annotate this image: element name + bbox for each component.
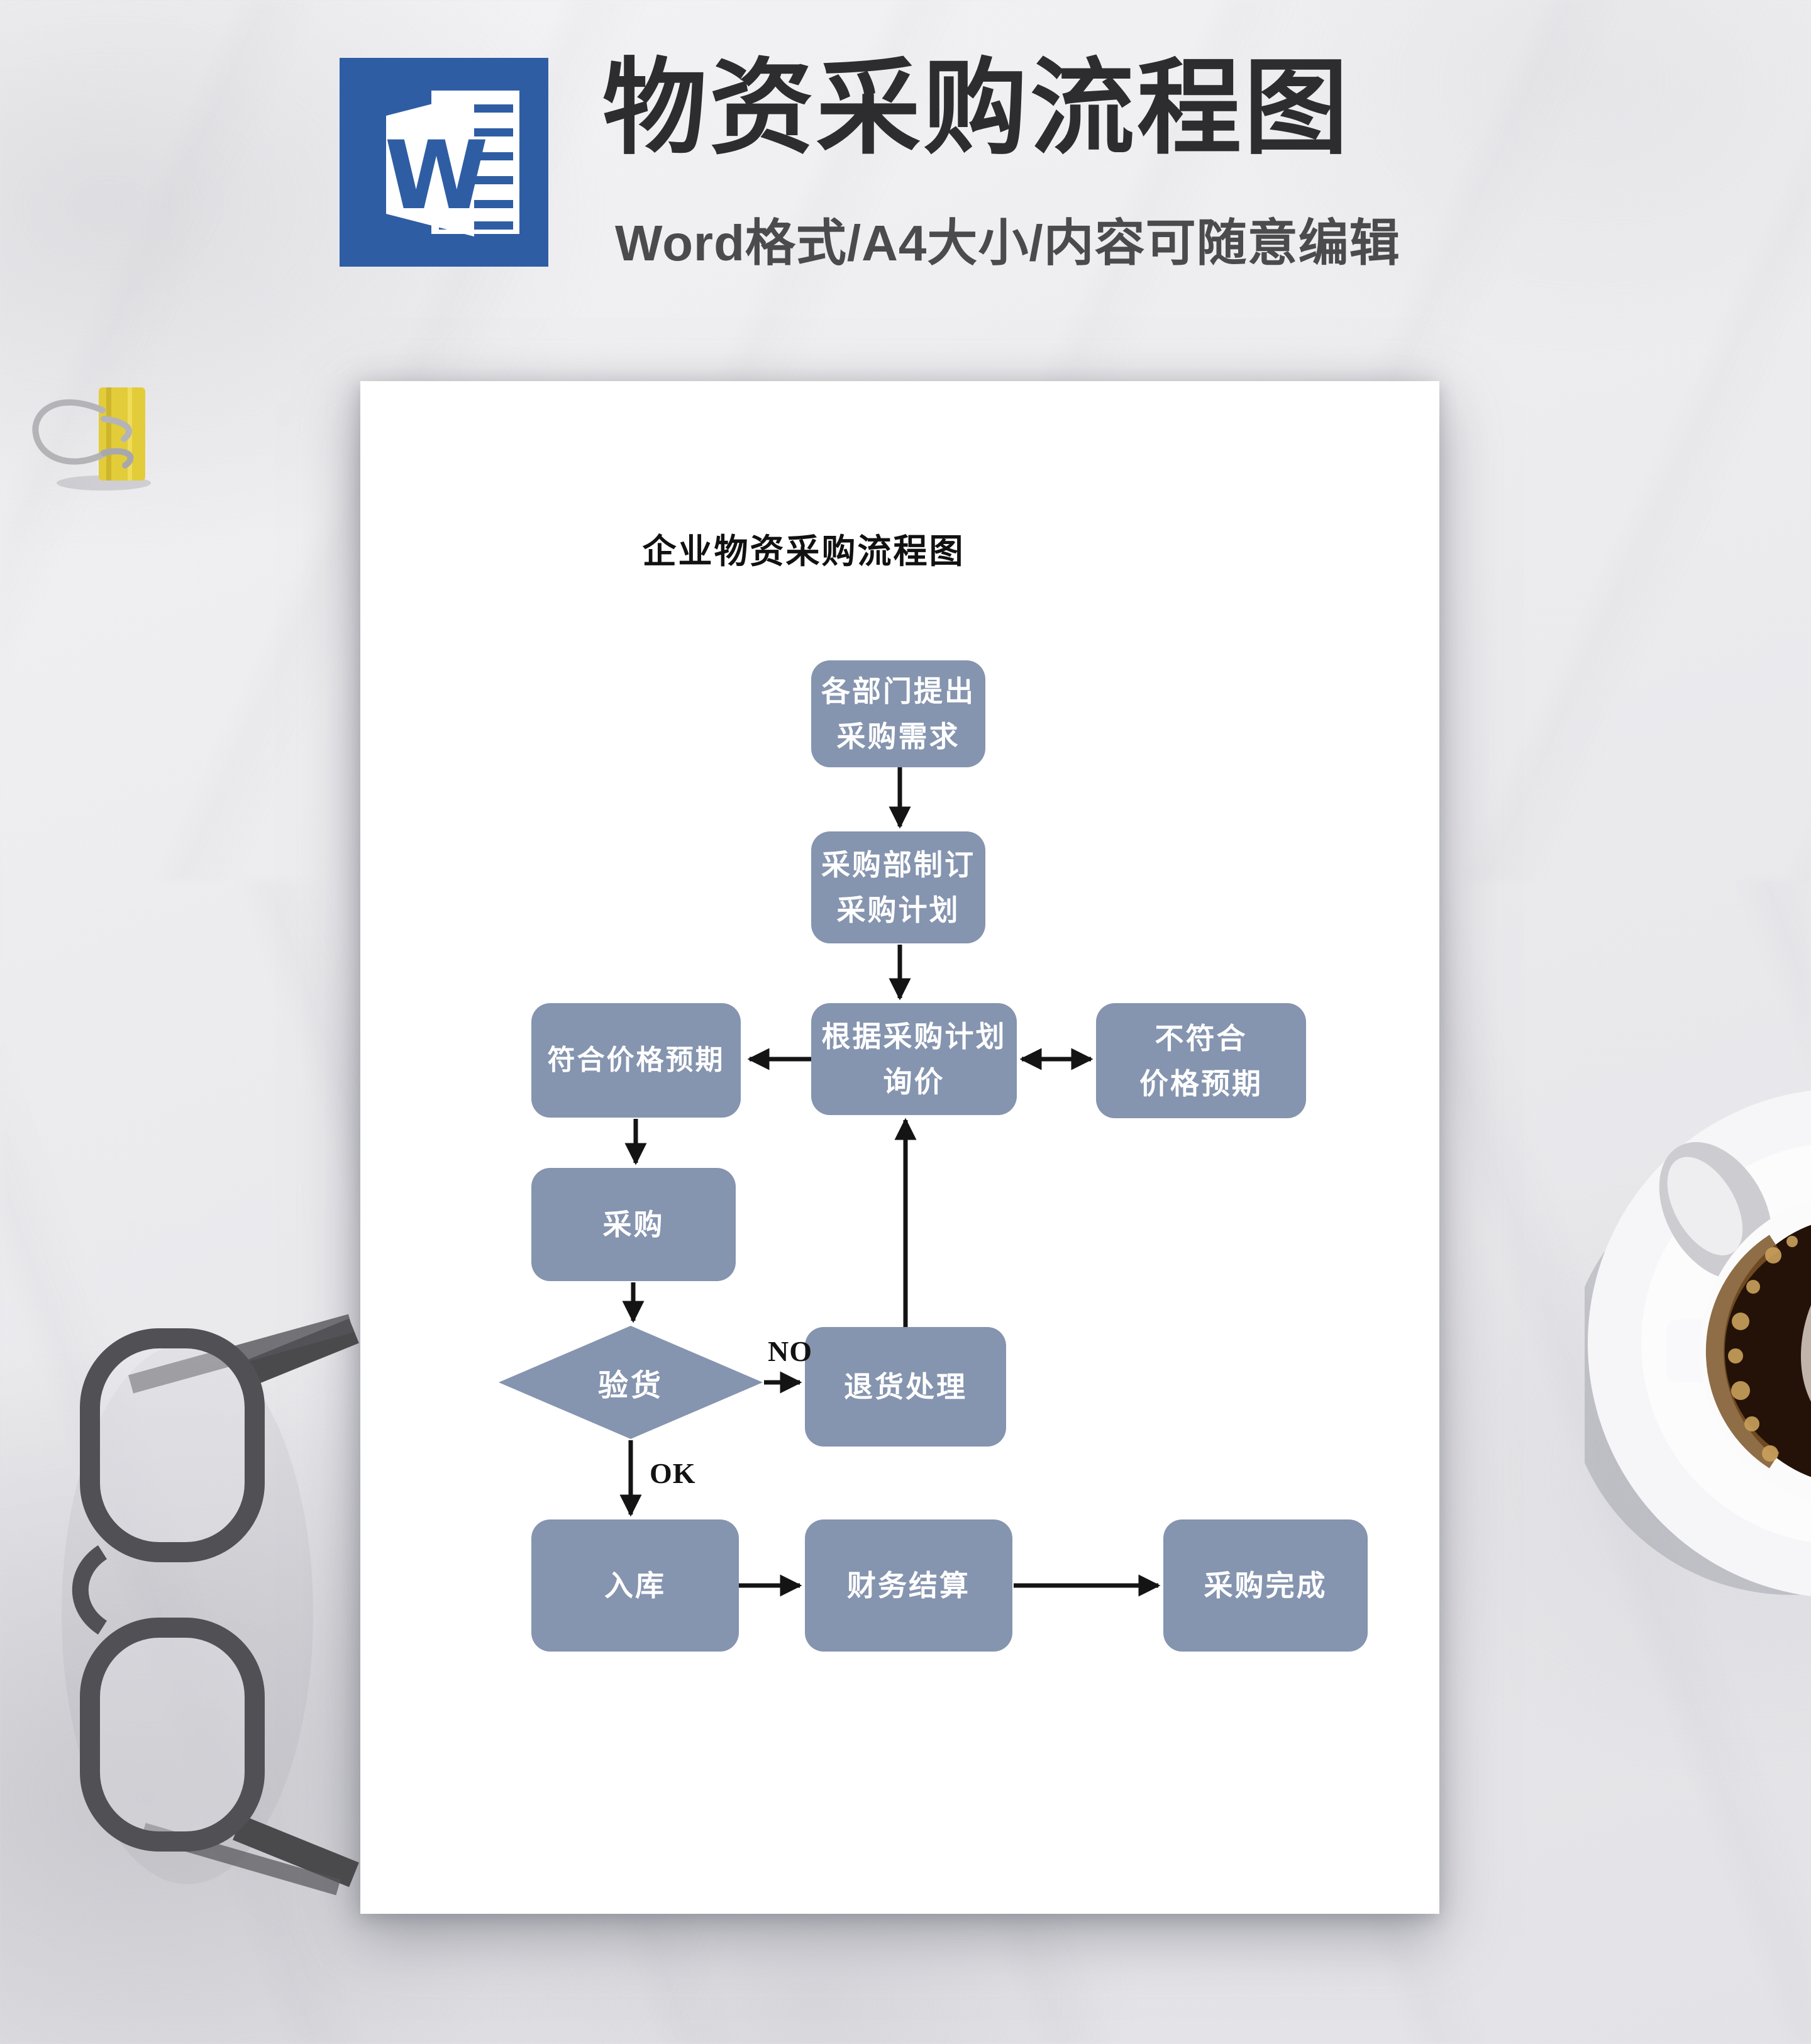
node-return-line1: 退货处理 [844, 1370, 967, 1404]
node-purchase: 采购 [531, 1168, 736, 1281]
node-price-ok-line1: 符合价格预期 [547, 1044, 725, 1076]
document-title: 企业物资采购流程图 [642, 531, 965, 571]
node-done: 采购完成 [1163, 1519, 1368, 1652]
node-demand-line1: 各部门提出 [821, 674, 975, 708]
binder-clip [32, 387, 151, 491]
node-plan-line2: 采购计划 [836, 893, 960, 927]
eyeglasses [62, 1314, 359, 1896]
coffee-cup [1585, 1091, 1811, 1596]
node-price-no-line2: 价格预期 [1139, 1066, 1263, 1101]
edge-label-ok: OK [650, 1457, 696, 1489]
node-plan-line1: 采购部制订 [821, 848, 975, 882]
node-inquiry-line2: 询价 [883, 1065, 945, 1099]
node-demand-line2: 采购需求 [836, 719, 960, 753]
node-warehouse: 入库 [531, 1519, 739, 1652]
word-icon-letter: W [384, 121, 489, 231]
node-settle: 财务结算 [805, 1519, 1012, 1652]
flowchart-connectors [499, 767, 1161, 1597]
node-inspect-diamond [499, 1326, 763, 1439]
node-demand: 各部门提出 采购需求 [811, 660, 985, 767]
node-price-ok: 符合价格预期 [531, 1003, 741, 1118]
word-icon [340, 58, 548, 267]
node-return: 退货处理 [805, 1327, 1006, 1447]
node-inquiry-line1: 根据采购计划 [821, 1019, 1007, 1053]
node-settle-line1: 财务结算 [847, 1569, 970, 1602]
node-plan: 采购部制订 采购计划 [811, 831, 985, 943]
document-paper: 企业物资采购流程图 各部门提出 采购需求 采购部制订 采购计划 [360, 381, 1439, 1914]
node-price-no: 不符合 价格预期 [1096, 1003, 1306, 1118]
edge-label-no: NO [768, 1335, 812, 1367]
node-purchase-line1: 采购 [602, 1208, 665, 1241]
page-title: 物资采购流程图 [602, 50, 1351, 167]
node-inquiry: 根据采购计划 询价 [811, 1003, 1017, 1115]
node-warehouse-line1: 入库 [604, 1569, 666, 1602]
page-subtitle: Word格式/A4大小/内容可随意编辑 [615, 215, 1400, 271]
node-price-no-line1: 不符合 [1155, 1021, 1248, 1055]
node-inspect-label: 验货 [597, 1368, 663, 1403]
node-done-line1: 采购完成 [1204, 1569, 1327, 1602]
